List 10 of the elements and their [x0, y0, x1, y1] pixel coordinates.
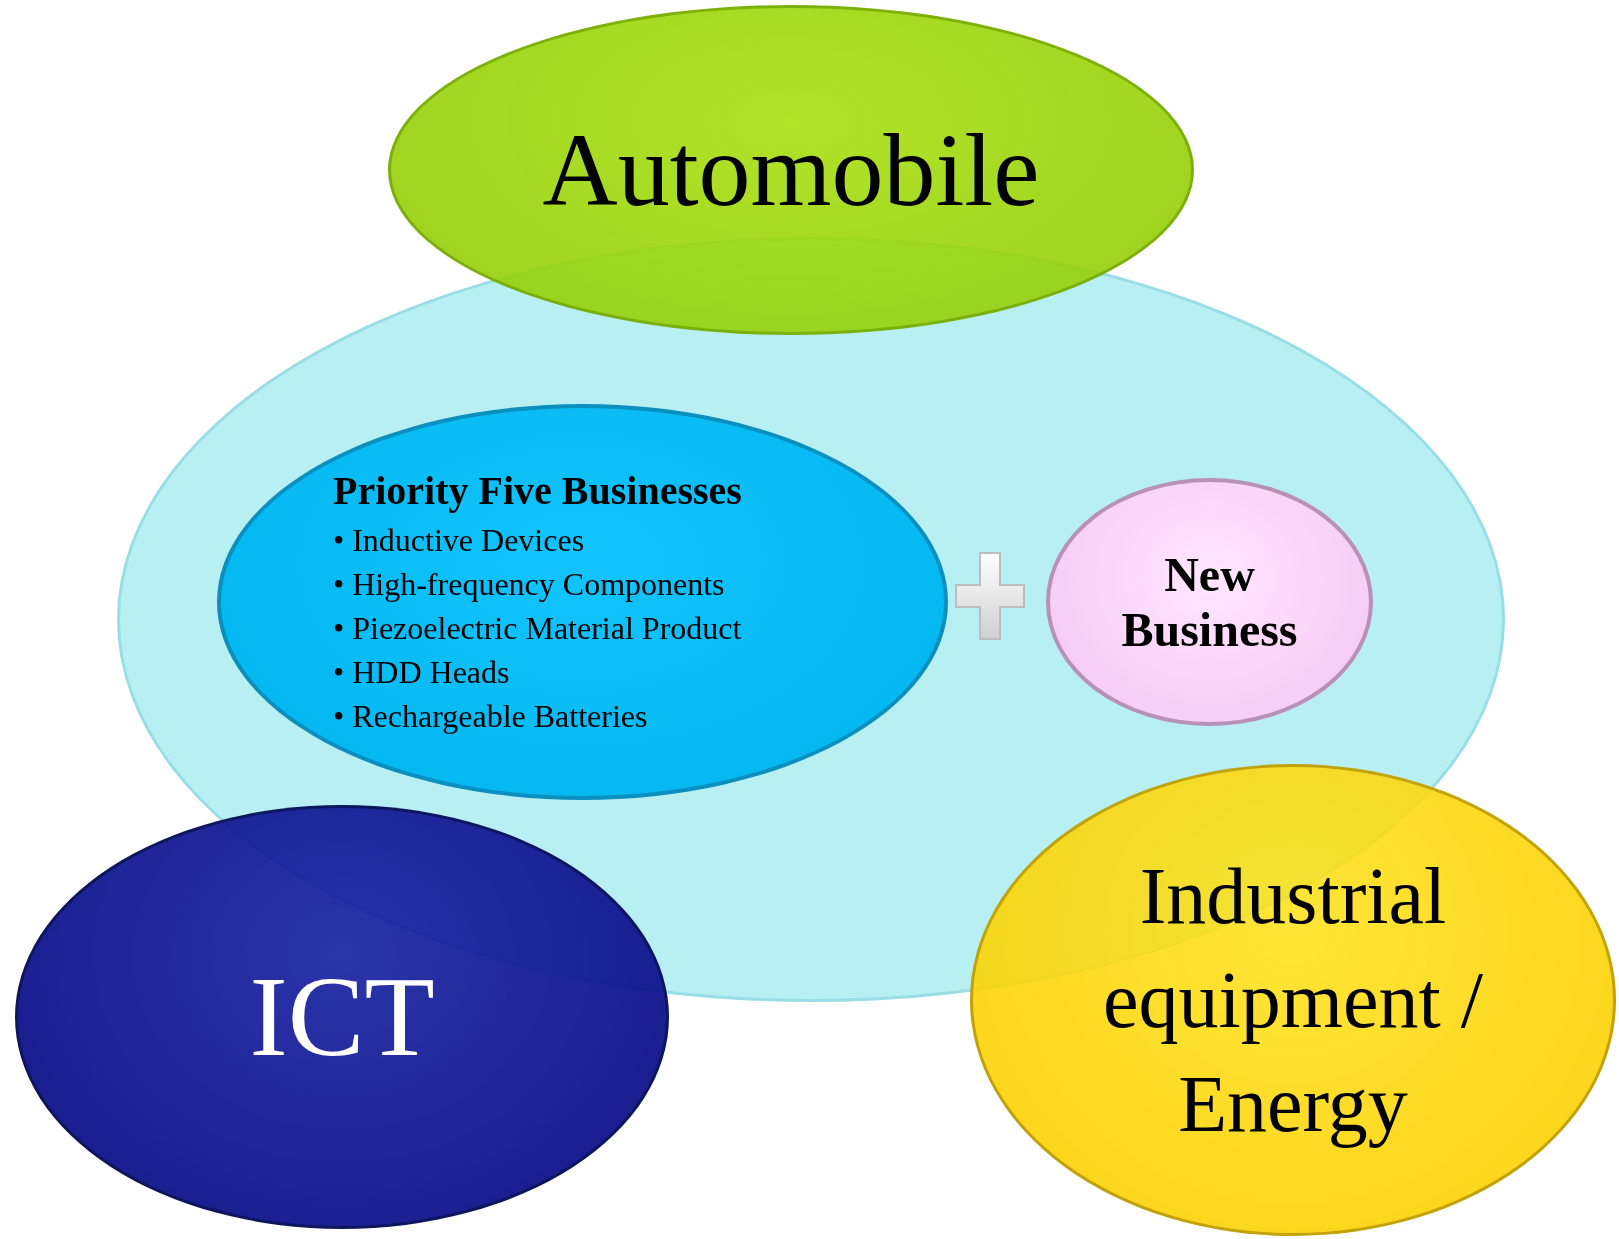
list-item: • HDD Heads: [333, 652, 511, 692]
ellipse-label: New Business: [1120, 546, 1299, 658]
list-item: • Rechargeable Batteries: [333, 696, 649, 736]
ellipse-label: Industrial equipment / Energy: [1102, 851, 1484, 1150]
list-item: • Inductive Devices: [333, 520, 586, 560]
ellipse-label: ICT: [249, 951, 435, 1082]
list-item: • High-frequency Components: [333, 564, 726, 604]
heading: Priority Five Businesses: [333, 466, 742, 514]
ellipse-label: Automobile: [542, 111, 1040, 230]
list-item: • Piezoelectric Material Product: [333, 608, 742, 648]
